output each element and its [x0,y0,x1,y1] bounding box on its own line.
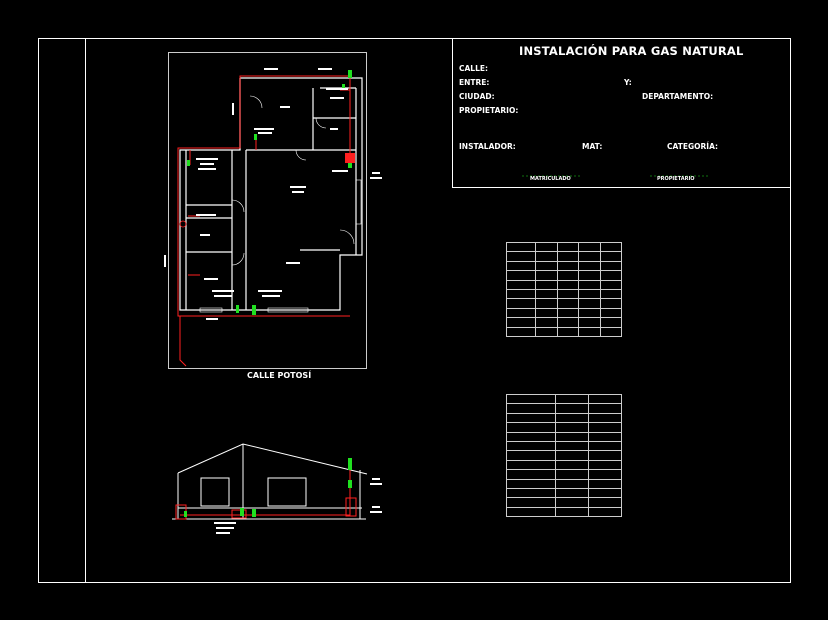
table-row [506,450,622,461]
drawing-title: INSTALACIÓN PARA GAS NATURAL [519,44,744,58]
regulator [179,220,187,228]
floor-plan [179,77,363,311]
elevation [172,443,368,520]
table-row [506,251,622,262]
plan-sheet [168,52,367,369]
propietario-label: PROPIETARIO: [459,106,519,115]
y-label: Y: [624,78,632,87]
door-swings [231,95,355,266]
calle-label: CALLE: [459,64,488,73]
table-row [506,422,622,433]
table-row [506,431,622,442]
gas-pipes-elevation [175,462,357,520]
ciudad-label: CIUDAD: [459,92,495,101]
table-row [506,307,622,319]
signature-propietario: PROPIETARIO [657,176,695,182]
title-block-box [452,38,791,188]
table-row [506,260,622,272]
table-row [506,317,622,328]
table-row [506,241,622,253]
table-row [506,487,622,499]
table-row [506,298,622,309]
departamento-label: DEPARTAMENTO: [642,92,714,101]
gas-pipes-plan [177,75,351,367]
table-row [506,478,622,489]
instalador-label: INSTALADOR: [459,142,516,151]
table-row [506,506,622,518]
table-row [506,412,622,424]
valves-elevation [184,458,352,517]
entre-label: ENTRE: [459,78,490,87]
table-row [506,403,622,414]
table-row [506,326,622,337]
table-row [506,440,622,452]
table-row [506,279,622,290]
table-row [506,497,622,508]
table-row [506,459,622,471]
pipe-schedule-table [506,241,622,337]
categoria-label: CATEGORÍA: [667,142,719,151]
appliance-labels [164,68,382,320]
meter-box [345,153,355,163]
street-label: CALLE POTOSÍ [247,371,312,380]
table-row [506,288,622,300]
table-row [506,270,622,281]
table-row [506,469,622,480]
elevation-labels [214,478,382,534]
table-row [506,393,622,405]
windows [199,179,362,313]
accessories-table [506,393,622,518]
mat-label: MAT: [582,142,603,151]
outer-frame [38,38,791,583]
valves-plan [187,70,352,315]
signature-matriculado: MATRICULADO [530,176,571,182]
